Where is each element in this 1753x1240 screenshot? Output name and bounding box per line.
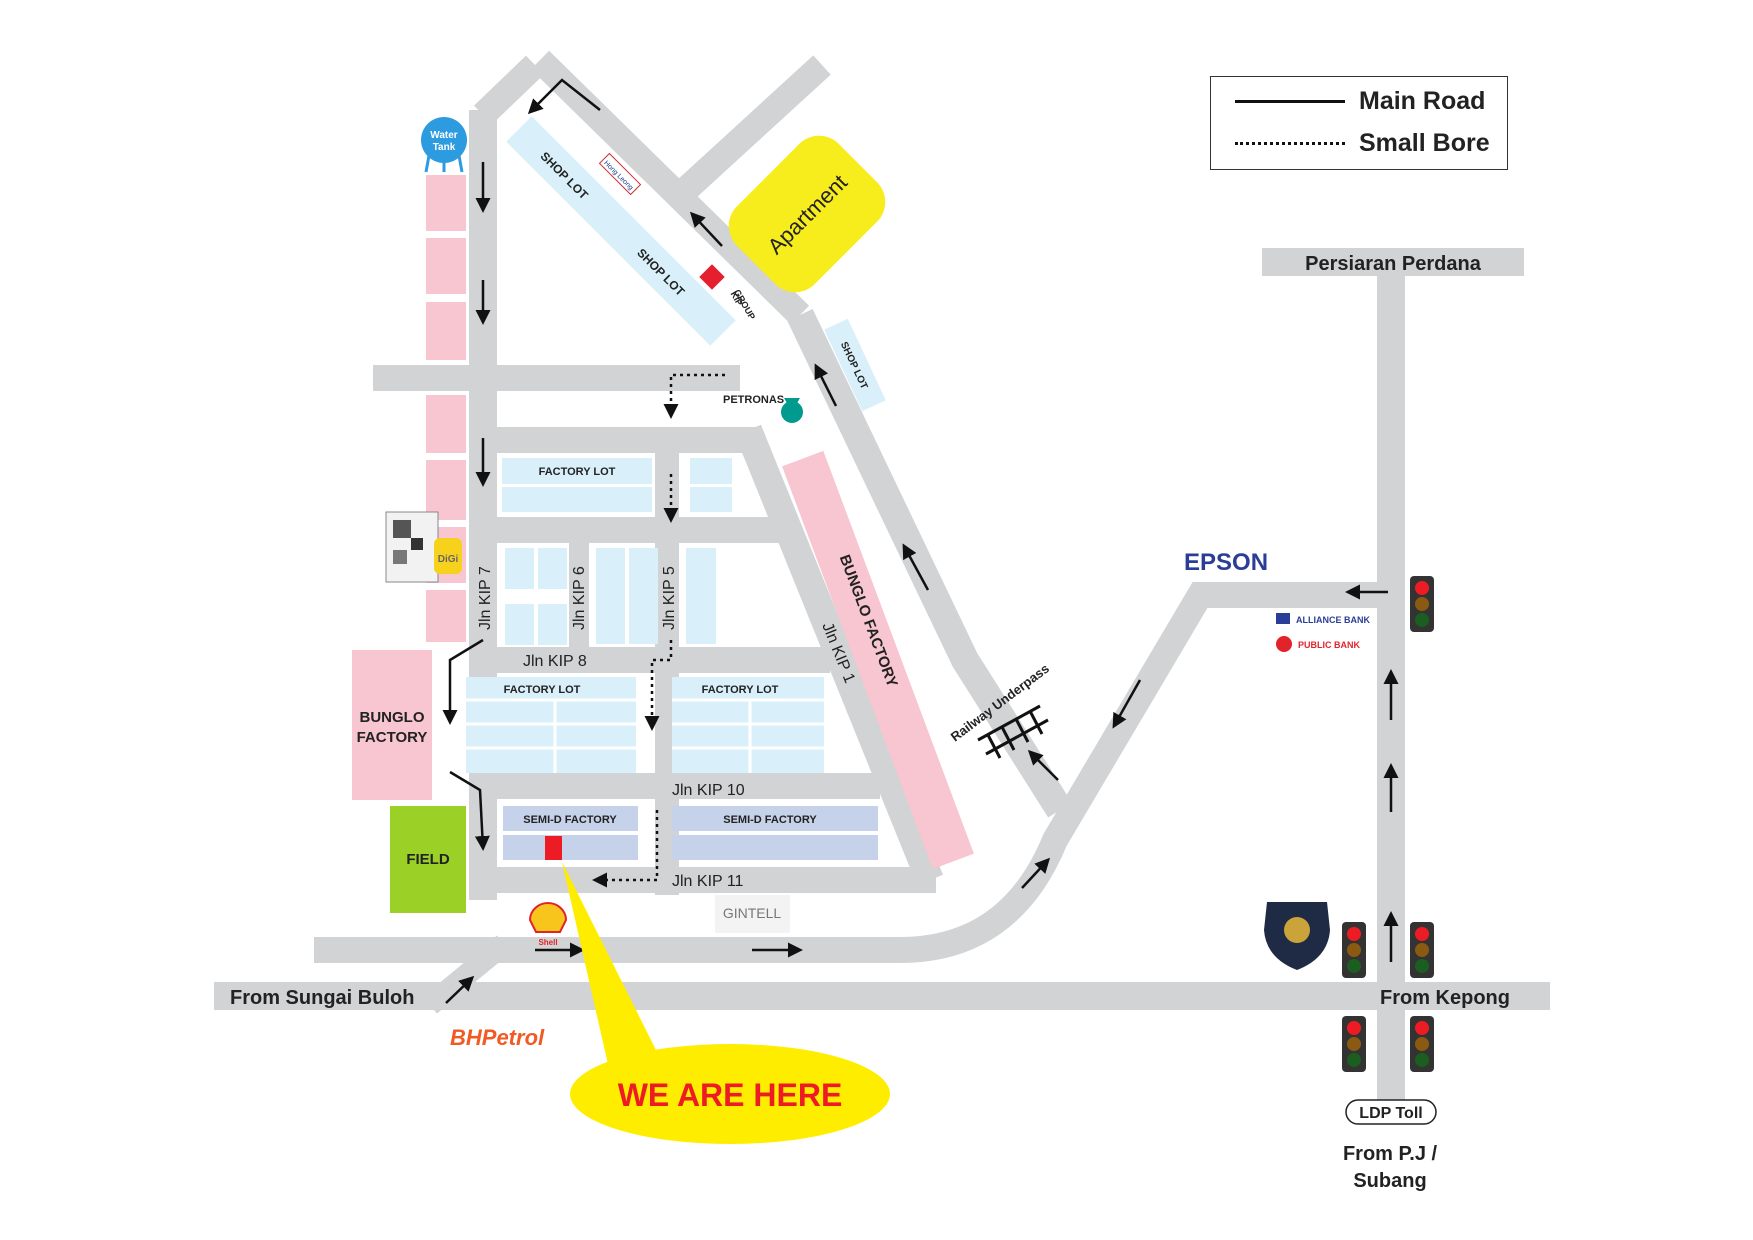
- label-jln-kip-7: Jln KIP 7: [477, 566, 494, 630]
- factory-lots-top: FACTORY LOT: [502, 458, 732, 512]
- shell-logo: Shell: [528, 902, 568, 947]
- map-legend: Main Road Small Bore: [1210, 76, 1508, 170]
- svg-text:ALLIANCE BANK: ALLIANCE BANK: [1296, 615, 1370, 625]
- legend-main-road-label: Main Road: [1359, 86, 1486, 115]
- traffic-light-3: [1410, 922, 1434, 978]
- label-jln-kip-11: Jln KIP 11: [672, 873, 744, 890]
- field-label: FIELD: [406, 851, 449, 868]
- bunglo-factory-left-label-1: BUNGLO: [360, 709, 425, 726]
- water-tank-label-2: Tank: [433, 142, 456, 153]
- bhp-petrol-label: BHPetrol: [450, 1025, 545, 1050]
- label-jln-kip-6: Jln KIP 6: [571, 566, 588, 630]
- factory-lot-label-1: FACTORY LOT: [539, 466, 616, 478]
- factory-lots-lower: FACTORY LOT FACTORY LOT: [466, 677, 824, 773]
- legend-small-bore-label: Small Bore: [1359, 128, 1490, 157]
- label-from-pj-1: From P.J /: [1343, 1143, 1438, 1165]
- legend-solid-line: [1235, 99, 1345, 103]
- traffic-light-4: [1342, 1016, 1366, 1072]
- road-diagonal-right: [671, 55, 831, 205]
- water-tank-label-1: Water: [430, 130, 458, 141]
- digi-label: DiGi: [438, 554, 459, 565]
- traffic-light-5: [1410, 1016, 1434, 1072]
- label-from-sungai-buloh: From Sungai Buloh: [230, 987, 414, 1009]
- label-from-pj-2: Subang: [1353, 1170, 1426, 1192]
- road-diagonal-upper: [473, 55, 545, 125]
- bunglo-factory-left-label-2: FACTORY: [357, 729, 428, 746]
- alliance-bank-sign: ALLIANCE BANK: [1276, 613, 1370, 625]
- label-jln-kip-5: Jln KIP 5: [661, 566, 678, 630]
- direction-arrows: [442, 78, 1399, 1004]
- gintell-label: GINTELL: [723, 905, 782, 921]
- legend-main-road: Main Road: [1235, 81, 1485, 121]
- apartment: Apartment: [728, 135, 886, 293]
- semi-d-label-2: SEMI-D FACTORY: [723, 814, 817, 826]
- factory-lot-label-2: FACTORY LOT: [504, 684, 581, 696]
- ldp-toll-label: LDP Toll: [1359, 1105, 1422, 1122]
- digi-sign: DiGi: [385, 511, 462, 583]
- shell-label: Shell: [538, 938, 557, 947]
- legend-dotted-line: [1235, 141, 1345, 145]
- label-jln-kip-10: Jln KIP 10: [672, 782, 745, 799]
- petronas-label: PETRONAS: [723, 394, 784, 406]
- ldp-toll: LDP Toll: [1345, 1099, 1437, 1125]
- road-persiaran-perdana: [1262, 248, 1524, 276]
- factory-lot-label-3: FACTORY LOT: [702, 684, 779, 696]
- we-are-here-callout: WE ARE HERE: [562, 862, 890, 1144]
- road-jln-kip-1: [735, 424, 943, 886]
- proton-logo: [1264, 902, 1330, 970]
- epson-label: EPSON: [1184, 549, 1268, 576]
- traffic-lights: [1342, 576, 1434, 1072]
- bunglo-factory-left: [352, 650, 432, 800]
- traffic-light-1: [1410, 576, 1434, 632]
- small-bore-arrows: [592, 373, 725, 888]
- label-persiaran-perdana: Persiaran Perdana: [1305, 253, 1482, 275]
- semi-d-label-1: SEMI-D FACTORY: [523, 814, 617, 826]
- service-road: [314, 582, 1390, 963]
- svg-text:PUBLIC BANK: PUBLIC BANK: [1298, 640, 1360, 650]
- we-are-here-label: WE ARE HERE: [618, 1077, 843, 1113]
- road-labels: Persiaran Perdana From Sungai Buloh From…: [230, 253, 1510, 1192]
- railway-underpass: [977, 704, 1049, 759]
- legend-small-bore: Small Bore: [1235, 123, 1490, 163]
- label-jln-kip-8: Jln KIP 8: [523, 653, 587, 670]
- location-marker[interactable]: [545, 836, 562, 860]
- gintell-logo: GINTELL: [715, 895, 790, 933]
- water-tank: Water Tank: [421, 117, 467, 173]
- highway-ramp: [423, 935, 511, 1014]
- semi-d-factories: SEMI-D FACTORY SEMI-D FACTORY: [503, 806, 878, 860]
- traffic-light-2: [1342, 922, 1366, 978]
- public-bank-sign: PUBLIC BANK: [1276, 636, 1360, 652]
- field: [390, 806, 466, 913]
- label-from-kepong: From Kepong: [1380, 987, 1510, 1009]
- road-diagonal-shoplot: [530, 50, 810, 325]
- factory-lots-mid: [505, 548, 716, 645]
